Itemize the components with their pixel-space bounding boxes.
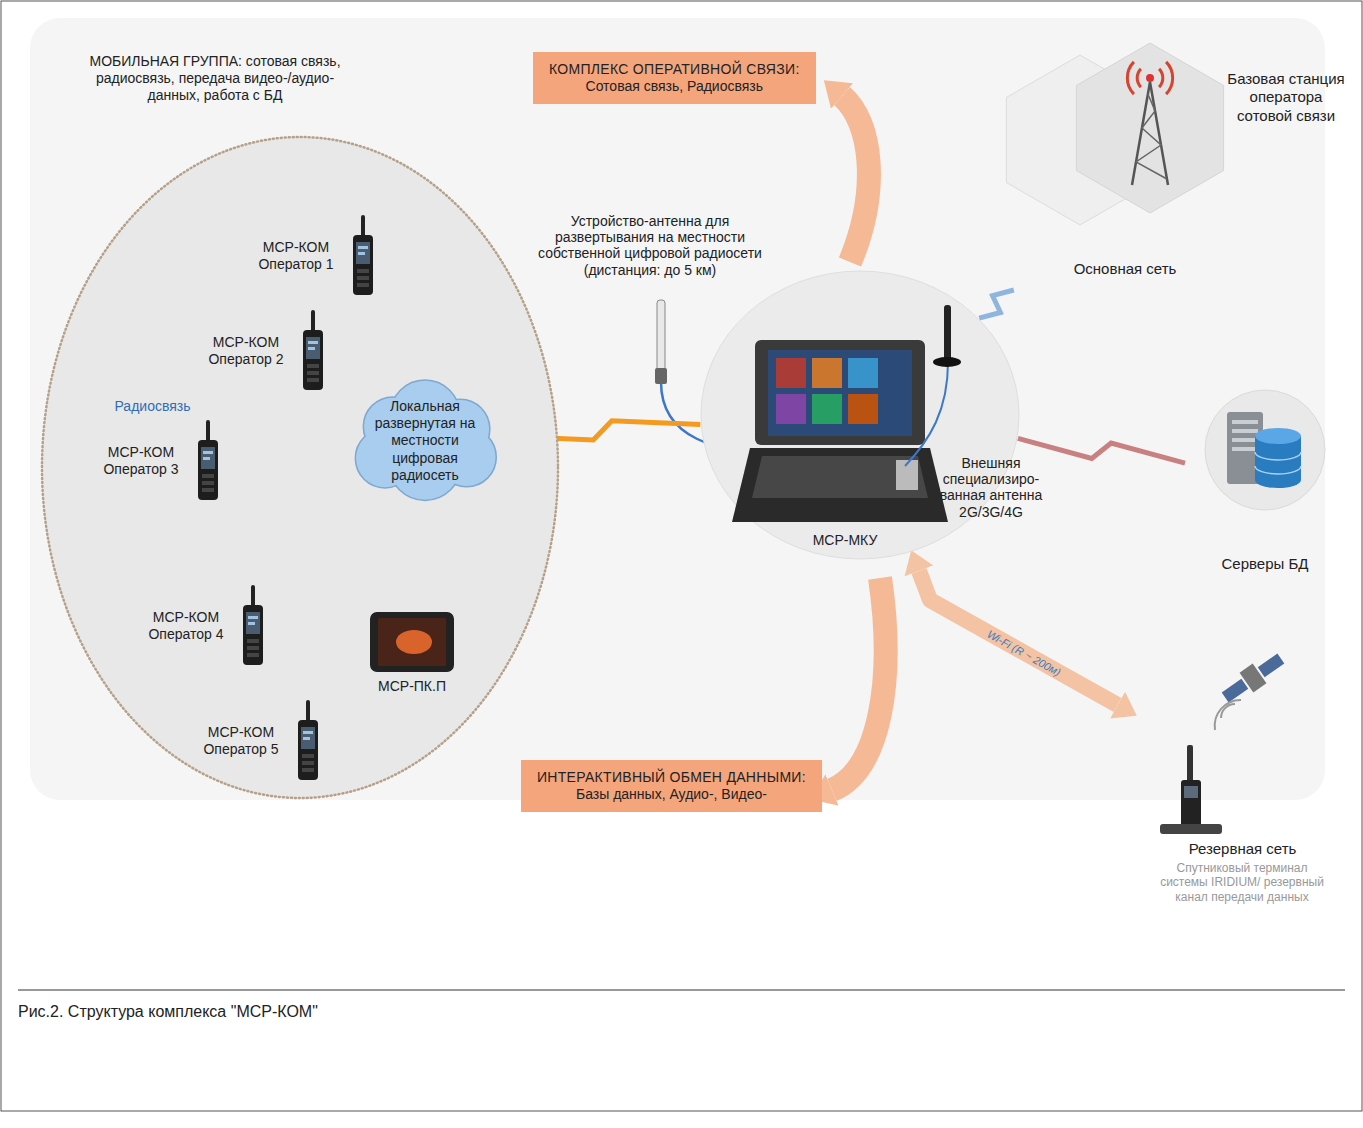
node-title: МСР-КОМ Оператор 4 xyxy=(140,609,232,643)
operator-radio: МСР-КОМ Оператор 5 xyxy=(195,700,321,782)
node-title: ИНТЕРАКТИВНЫЙ ОБМЕН ДАННЫМИ: xyxy=(537,769,806,786)
node-text: Основная сеть xyxy=(1040,260,1210,278)
node-title: МСР-ПК.П xyxy=(378,678,446,695)
radio-cloud: Локальная развернутая на местности цифро… xyxy=(345,382,505,499)
radio-handset xyxy=(240,585,266,667)
connector xyxy=(919,571,1118,705)
node-title: Базовая станция оператора сотовой связи xyxy=(1225,70,1347,125)
operator-radio: МСР-КОМ Оператор 3 xyxy=(95,420,221,502)
flow-arc xyxy=(842,96,869,262)
operator-radio: МСР-КОМ Оператор 2 xyxy=(200,310,326,392)
db-servers: Серверы БД xyxy=(1185,370,1345,580)
node-title: Локальная развернутая на местности цифро… xyxy=(366,398,484,483)
satellite-terminal: Резервная сетьСпутниковый терминал систе… xyxy=(1135,640,1350,910)
node-title: Серверы БД xyxy=(1185,555,1345,573)
service-box: ИНТЕРАКТИВНЫЙ ОБМЕН ДАННЫМИ:Базы данных,… xyxy=(521,760,822,812)
connector xyxy=(1018,438,1185,463)
node-title: МСР-КОМ Оператор 1 xyxy=(250,239,342,273)
connector xyxy=(979,290,1014,318)
node-title: МОБИЛЬНАЯ ГРУППА: сотовая связь, радиосв… xyxy=(75,53,355,104)
annotation-label: Устройство-антенна для развертывания на … xyxy=(530,213,770,278)
radio-handset xyxy=(195,420,221,502)
caption-rule xyxy=(18,990,1345,991)
radio-handset xyxy=(295,700,321,782)
radio-handset xyxy=(350,215,376,297)
db-servers-shape xyxy=(1185,370,1345,580)
node-title: Резервная сеть xyxy=(1135,840,1350,858)
node-text: Спутниковый терминал системы IRIDIUM/ ре… xyxy=(1152,861,1332,904)
node-title: МСР-КОМ Оператор 2 xyxy=(200,334,292,368)
flow-arc xyxy=(832,578,886,790)
mobile-group-ellipse: МОБИЛЬНАЯ ГРУППА: сотовая связь, радиосв… xyxy=(40,135,560,800)
operator-radio: МСР-КОМ Оператор 1 xyxy=(250,215,376,297)
base-station-shape xyxy=(1010,20,1350,290)
node-title: МСР-КОМ Оператор 3 xyxy=(95,444,187,478)
tablet-device: МСР-ПК.П xyxy=(370,612,454,695)
base-station: Базовая станция оператора сотовой связиО… xyxy=(1010,20,1350,290)
tablet-icon xyxy=(370,612,454,672)
service-box: КОМПЛЕКС ОПЕРАТИВНОЙ СВЯЗИ:Сотовая связь… xyxy=(533,52,816,104)
background-panel xyxy=(30,18,1325,800)
node-title: МСР-КОМ Оператор 5 xyxy=(195,724,287,758)
node-title: МСР-МКУ xyxy=(760,532,930,549)
radio-handset xyxy=(300,310,326,392)
node-title: КОМПЛЕКС ОПЕРАТИВНОЙ СВЯЗИ: xyxy=(549,61,800,78)
operator-radio: МСР-КОМ Оператор 4 xyxy=(140,585,266,667)
figure-caption: Рис.2. Структура комплекса "МСР-КОМ" xyxy=(18,1003,318,1022)
connector-label: Радиосвязь xyxy=(111,398,193,414)
node-text: Базы данных, Аудио-, Видео- xyxy=(576,786,767,803)
node-text: Сотовая связь, Радиосвязь xyxy=(586,78,764,95)
annotation-label: Внешняя специализиро-ванная антенна 2G/3… xyxy=(937,455,1045,520)
